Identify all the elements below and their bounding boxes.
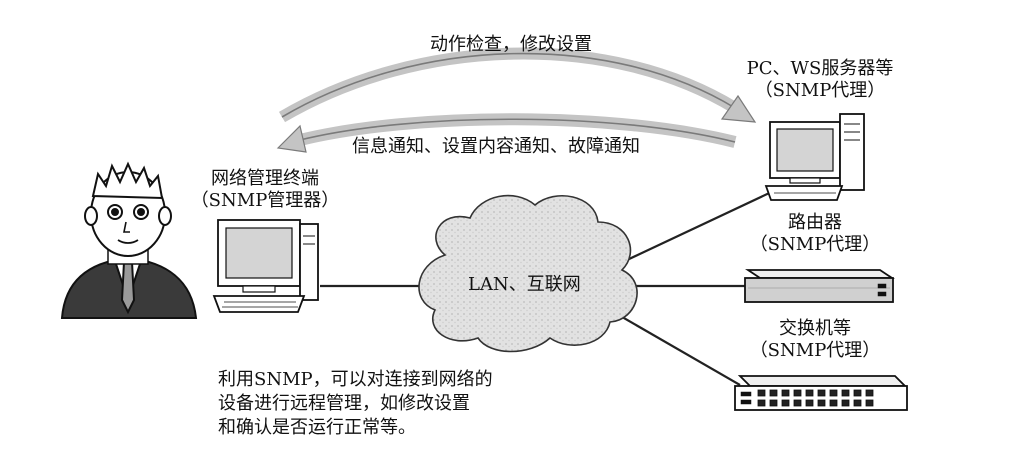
lower-arrow-label: 信息通知、设置内容通知、故障通知 [352,136,640,157]
manager-label: 网络管理终端 （SNMP管理器） [190,168,340,212]
agent-computer [764,113,865,201]
manager-label-line2: （SNMP管理器） [190,190,340,211]
agent-pc-label-line1: PC、WS服务器等 [746,58,894,79]
manager-computer [212,219,319,313]
upper-arc-arrow [278,47,757,123]
snmp-note-line1: 利用SNMP，可以对连接到网络的 [218,369,493,390]
switch-label-line1: 交换机等 [779,318,851,339]
agent-pc-label: PC、WS服务器等 （SNMP代理） [730,58,910,102]
switch-label-line2: （SNMP代理） [749,340,881,361]
manager-label-line1: 网络管理终端 [211,168,319,189]
snmp-note-line2: 设备进行远程管理，如修改设置 [218,393,470,414]
switch-label: 交换机等 （SNMP代理） [740,318,890,362]
upper-arrow-label: 动作检查，修改设置 [430,34,592,55]
snmp-note-line3: 和确认是否运行正常等。 [218,417,416,438]
network-cloud [418,194,638,353]
lower-arc-arrow [276,113,737,153]
agent-pc-label-line2: （SNMP代理） [754,80,886,101]
router-label: 路由器 （SNMP代理） [740,212,890,256]
router-label-line2: （SNMP代理） [749,234,881,255]
administrator-person [60,161,198,319]
cloud-label: LAN、互联网 [468,274,581,295]
snmp-note: 利用SNMP，可以对连接到网络的 设备进行远程管理，如修改设置 和确认是否运行正… [218,368,493,440]
switch-device [734,375,908,411]
network-links [320,187,781,386]
router-label-line1: 路由器 [788,212,842,233]
router-device [744,269,895,303]
